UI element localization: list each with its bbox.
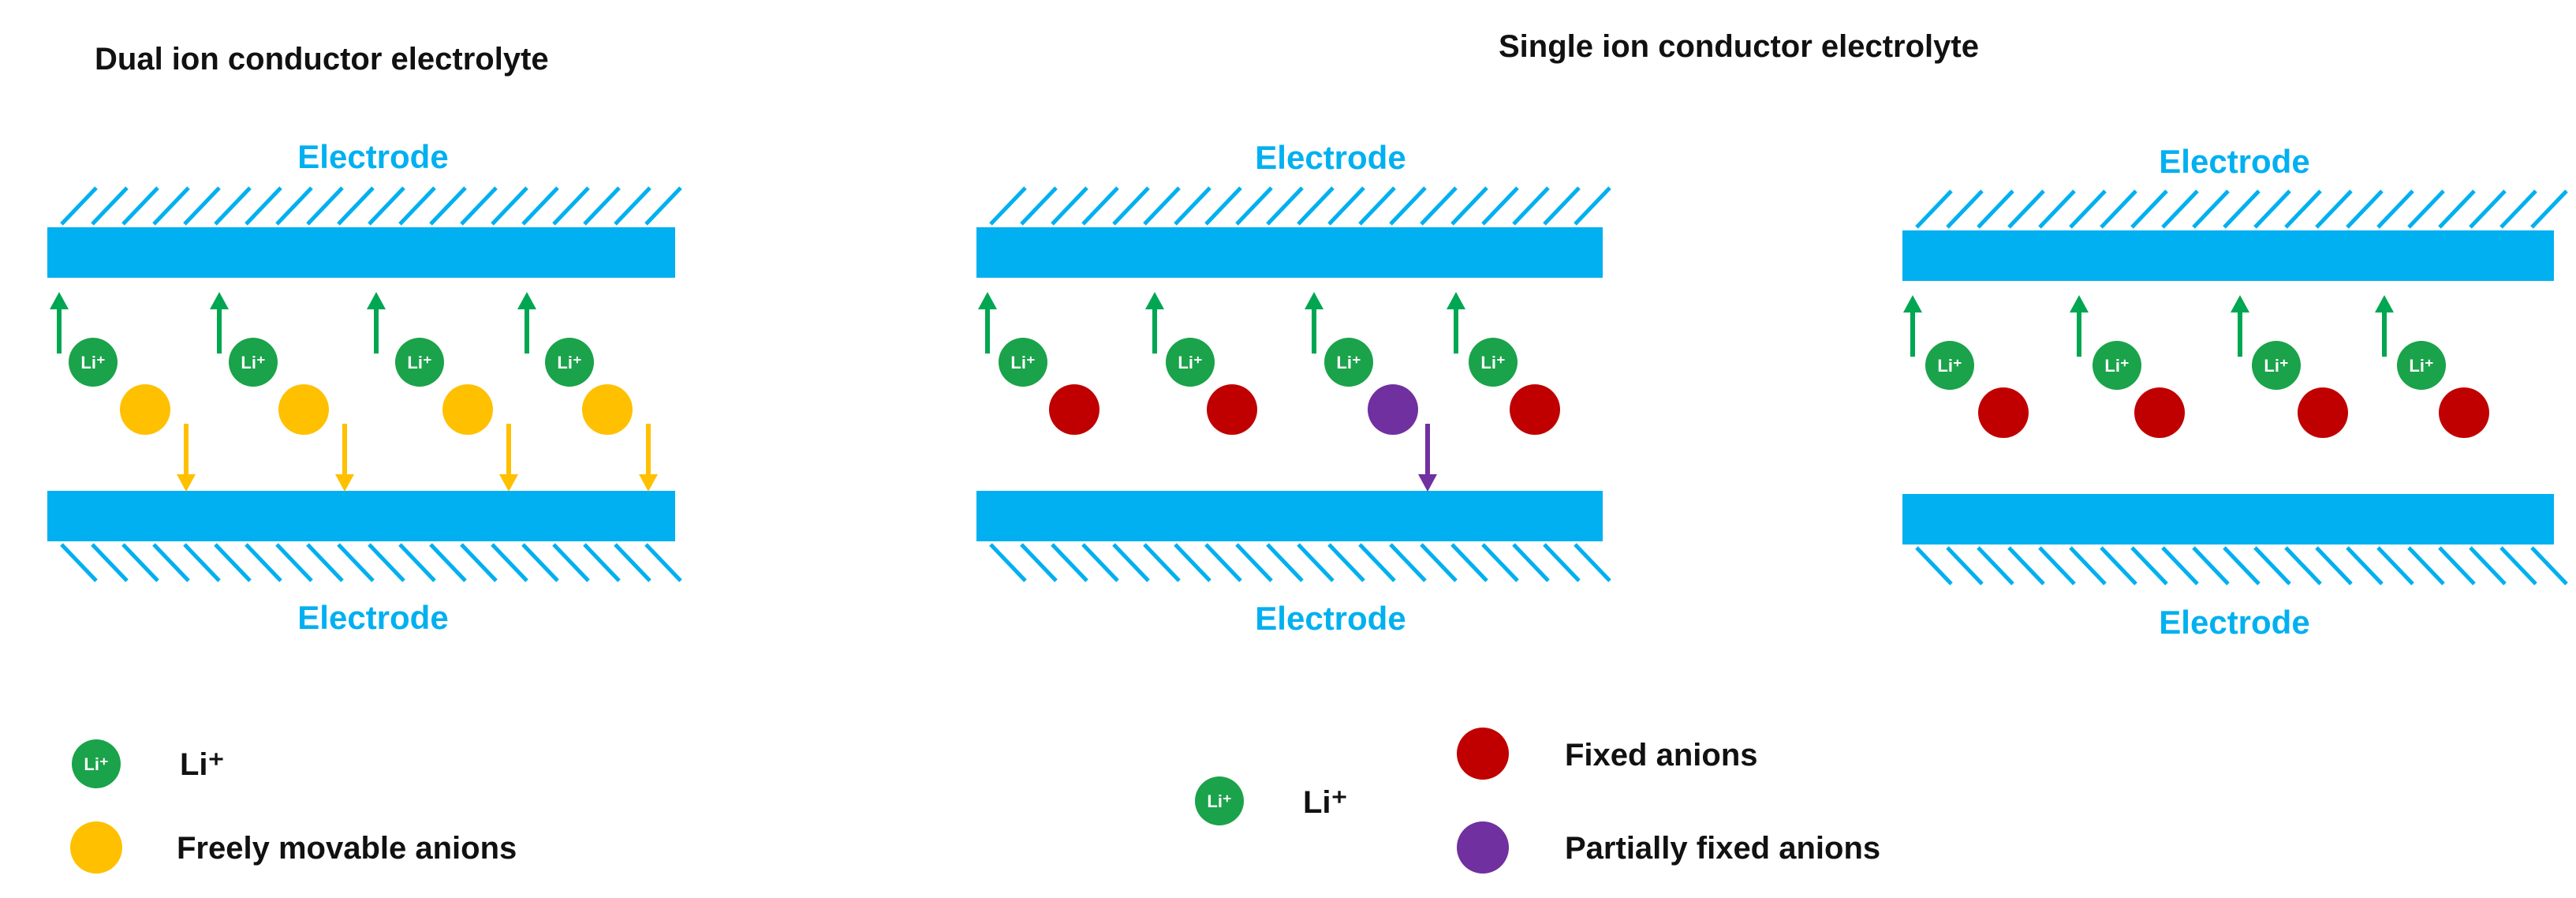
electrode-plate-bottom: [47, 491, 675, 541]
svg-text:Li⁺: Li⁺: [1480, 353, 1505, 372]
legend-free-anion-label: Freely movable anions: [177, 831, 517, 866]
li-arrow-up: [367, 292, 386, 354]
li-arrow-up: [978, 292, 997, 354]
svg-text:Li⁺: Li⁺: [557, 353, 581, 372]
li-ion: Li⁺: [999, 338, 1047, 387]
legend-fixed-anion-label: Fixed anions: [1565, 738, 1758, 773]
anion-arrow-down: [177, 424, 196, 492]
legend-li-label: Li⁺: [180, 747, 225, 782]
electrode-hatch-top: [989, 186, 1611, 226]
legend-left: Li⁺ Li⁺ Freely movable anions: [70, 739, 517, 874]
free-anion: [120, 384, 170, 435]
li-arrow-up: [517, 292, 536, 354]
free-anion: [442, 384, 493, 435]
li-ion: Li⁺: [545, 338, 594, 387]
svg-text:Li⁺: Li⁺: [2409, 356, 2433, 376]
anion-arrow-down: [639, 424, 658, 492]
li-arrow-up: [1145, 292, 1164, 354]
electrode-hatch-bottom: [989, 543, 1611, 582]
li-arrow-up: [2375, 295, 2394, 357]
electrode-label-top: Electrode: [2159, 143, 2309, 180]
electrode-hatch-bottom: [1915, 546, 2568, 586]
legend-li-icon: Li⁺: [72, 739, 121, 788]
electrode-plate-top: [976, 227, 1603, 278]
fixed-anion: [1207, 384, 1257, 435]
li-arrow-up: [50, 292, 69, 354]
li-ion: Li⁺: [1324, 338, 1373, 387]
free-anion: [582, 384, 633, 435]
li-ion: Li⁺: [1166, 338, 1215, 387]
svg-text:Li⁺: Li⁺: [2104, 356, 2129, 376]
legend-free-anion-icon: [70, 821, 122, 874]
fixed-anion: [1510, 384, 1560, 435]
electrode-label-top: Electrode: [297, 138, 448, 175]
electrode-plate-bottom: [1902, 494, 2554, 544]
li-ion: Li⁺: [69, 338, 118, 387]
legend-li-icon-right: Li⁺: [1195, 776, 1244, 825]
electrode-label-bottom: Electrode: [297, 599, 448, 636]
electrode-plate-top: [47, 227, 675, 278]
li-arrow-up: [210, 292, 229, 354]
li-ion: Li⁺: [1925, 341, 1974, 390]
fixed-anion: [2439, 387, 2489, 438]
legend-fixed-anion-icon: [1457, 728, 1509, 780]
svg-text:Li⁺: Li⁺: [1937, 356, 1962, 376]
legend-right: Li⁺ Li⁺ Fixed anions Partially fixed ani…: [1195, 728, 1880, 874]
svg-text:Li⁺: Li⁺: [1178, 353, 1202, 372]
fixed-anion: [1049, 384, 1099, 435]
svg-text:Li⁺: Li⁺: [80, 353, 105, 372]
svg-text:Li⁺: Li⁺: [1010, 353, 1035, 372]
electrode-hatch-top: [60, 186, 682, 226]
title-single: Single ion conductor electrolyte: [1499, 29, 1979, 64]
svg-text:Li⁺: Li⁺: [1207, 791, 1231, 811]
electrode-hatch-top: [1915, 189, 2568, 229]
legend-partial-anion-icon: [1457, 821, 1509, 874]
anion-arrow-down: [499, 424, 518, 492]
li-ion: Li⁺: [229, 338, 278, 387]
panels: ElectrodeElectrodeLi⁺Li⁺Li⁺Li⁺ElectrodeE…: [47, 138, 2568, 641]
electrode-plate-bottom: [976, 491, 1603, 541]
fixed-anion: [1978, 387, 2029, 438]
electrode-label-bottom: Electrode: [1255, 600, 1406, 637]
li-ion: Li⁺: [1469, 338, 1518, 387]
svg-text:Li⁺: Li⁺: [407, 353, 431, 372]
li-ion: Li⁺: [395, 338, 444, 387]
partial-anion: [1368, 384, 1418, 435]
li-arrow-up: [2231, 295, 2249, 357]
legend-li-label-right: Li⁺: [1303, 785, 1348, 820]
anion-arrow-down: [335, 424, 354, 492]
li-arrow-up: [1903, 295, 1922, 357]
li-ion: Li⁺: [2093, 341, 2141, 390]
anion-arrow-down: [1418, 424, 1437, 492]
svg-text:Li⁺: Li⁺: [1336, 353, 1361, 372]
legend-partial-anion-label: Partially fixed anions: [1565, 831, 1880, 866]
electrode-hatch-bottom: [60, 543, 682, 582]
free-anion: [278, 384, 329, 435]
svg-text:Li⁺: Li⁺: [2264, 356, 2288, 376]
svg-text:Li⁺: Li⁺: [241, 353, 265, 372]
title-dual: Dual ion conductor electrolyte: [95, 42, 549, 77]
li-arrow-up: [1305, 292, 1323, 354]
li-arrow-up: [2070, 295, 2089, 357]
li-ion: Li⁺: [2397, 341, 2446, 390]
li-ion: Li⁺: [2252, 341, 2301, 390]
electrode-label-bottom: Electrode: [2159, 604, 2309, 641]
svg-text:Li⁺: Li⁺: [84, 754, 108, 774]
fixed-anion: [2134, 387, 2185, 438]
electrode-label-top: Electrode: [1255, 139, 1406, 176]
fixed-anion: [2298, 387, 2348, 438]
li-arrow-up: [1447, 292, 1465, 354]
electrode-plate-top: [1902, 230, 2554, 281]
